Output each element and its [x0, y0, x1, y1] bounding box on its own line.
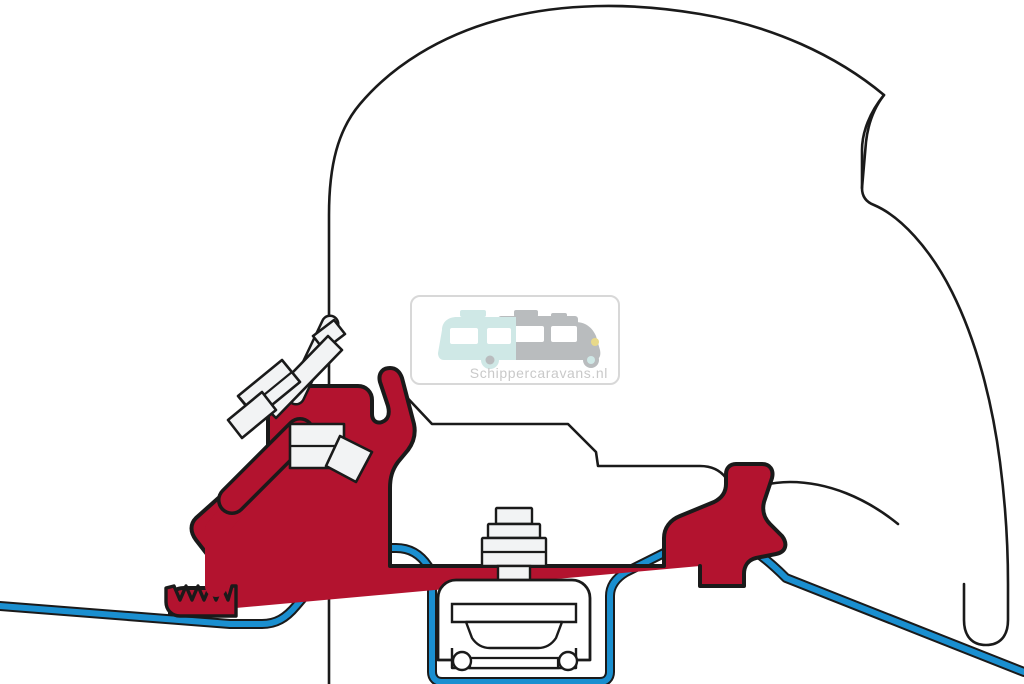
center-bolt-collar — [486, 522, 542, 540]
bracket-diagonal-arm — [217, 417, 315, 515]
motorhome-roof-vent-1 — [514, 310, 538, 317]
clamp-housing — [436, 578, 592, 672]
motorhome-window-2 — [551, 326, 577, 342]
roller-bearing-right — [557, 650, 579, 672]
roller-bearing-left — [451, 650, 473, 672]
caravan-roof-vent — [460, 310, 486, 317]
caravan-window-1 — [450, 328, 478, 344]
schippercaravans-watermark: Schippercaravans.nl — [410, 295, 620, 385]
clamp-lower-jaw — [464, 620, 564, 650]
motorhome-roof-vent-2 — [551, 313, 567, 319]
caravan-window-2 — [487, 328, 511, 344]
caravan-hubcap — [485, 355, 495, 365]
clamp-upper-jaw — [450, 602, 578, 624]
clamp-base-insert — [468, 656, 560, 670]
motorhome-hubcap — [587, 356, 595, 364]
watermark-caravan-icon — [438, 310, 516, 369]
motorhome-headlight — [591, 338, 599, 346]
upper-bolt-assembly — [226, 314, 374, 484]
inner-nut-angled-washer — [324, 434, 374, 484]
motorhome-window-1 — [514, 326, 544, 342]
bracket-inner-nut — [288, 422, 374, 484]
watermark-label: Schippercaravans.nl — [470, 365, 608, 381]
upper-nut-lower — [226, 390, 278, 440]
watermark-motorhome-icon — [498, 310, 601, 368]
diagonal-arm-fill — [220, 420, 312, 512]
center-bolt-tip — [494, 506, 534, 526]
upper-nut-stack — [226, 358, 302, 440]
body-trim-notch — [860, 93, 886, 190]
serrated-teeth-profile — [164, 584, 238, 618]
